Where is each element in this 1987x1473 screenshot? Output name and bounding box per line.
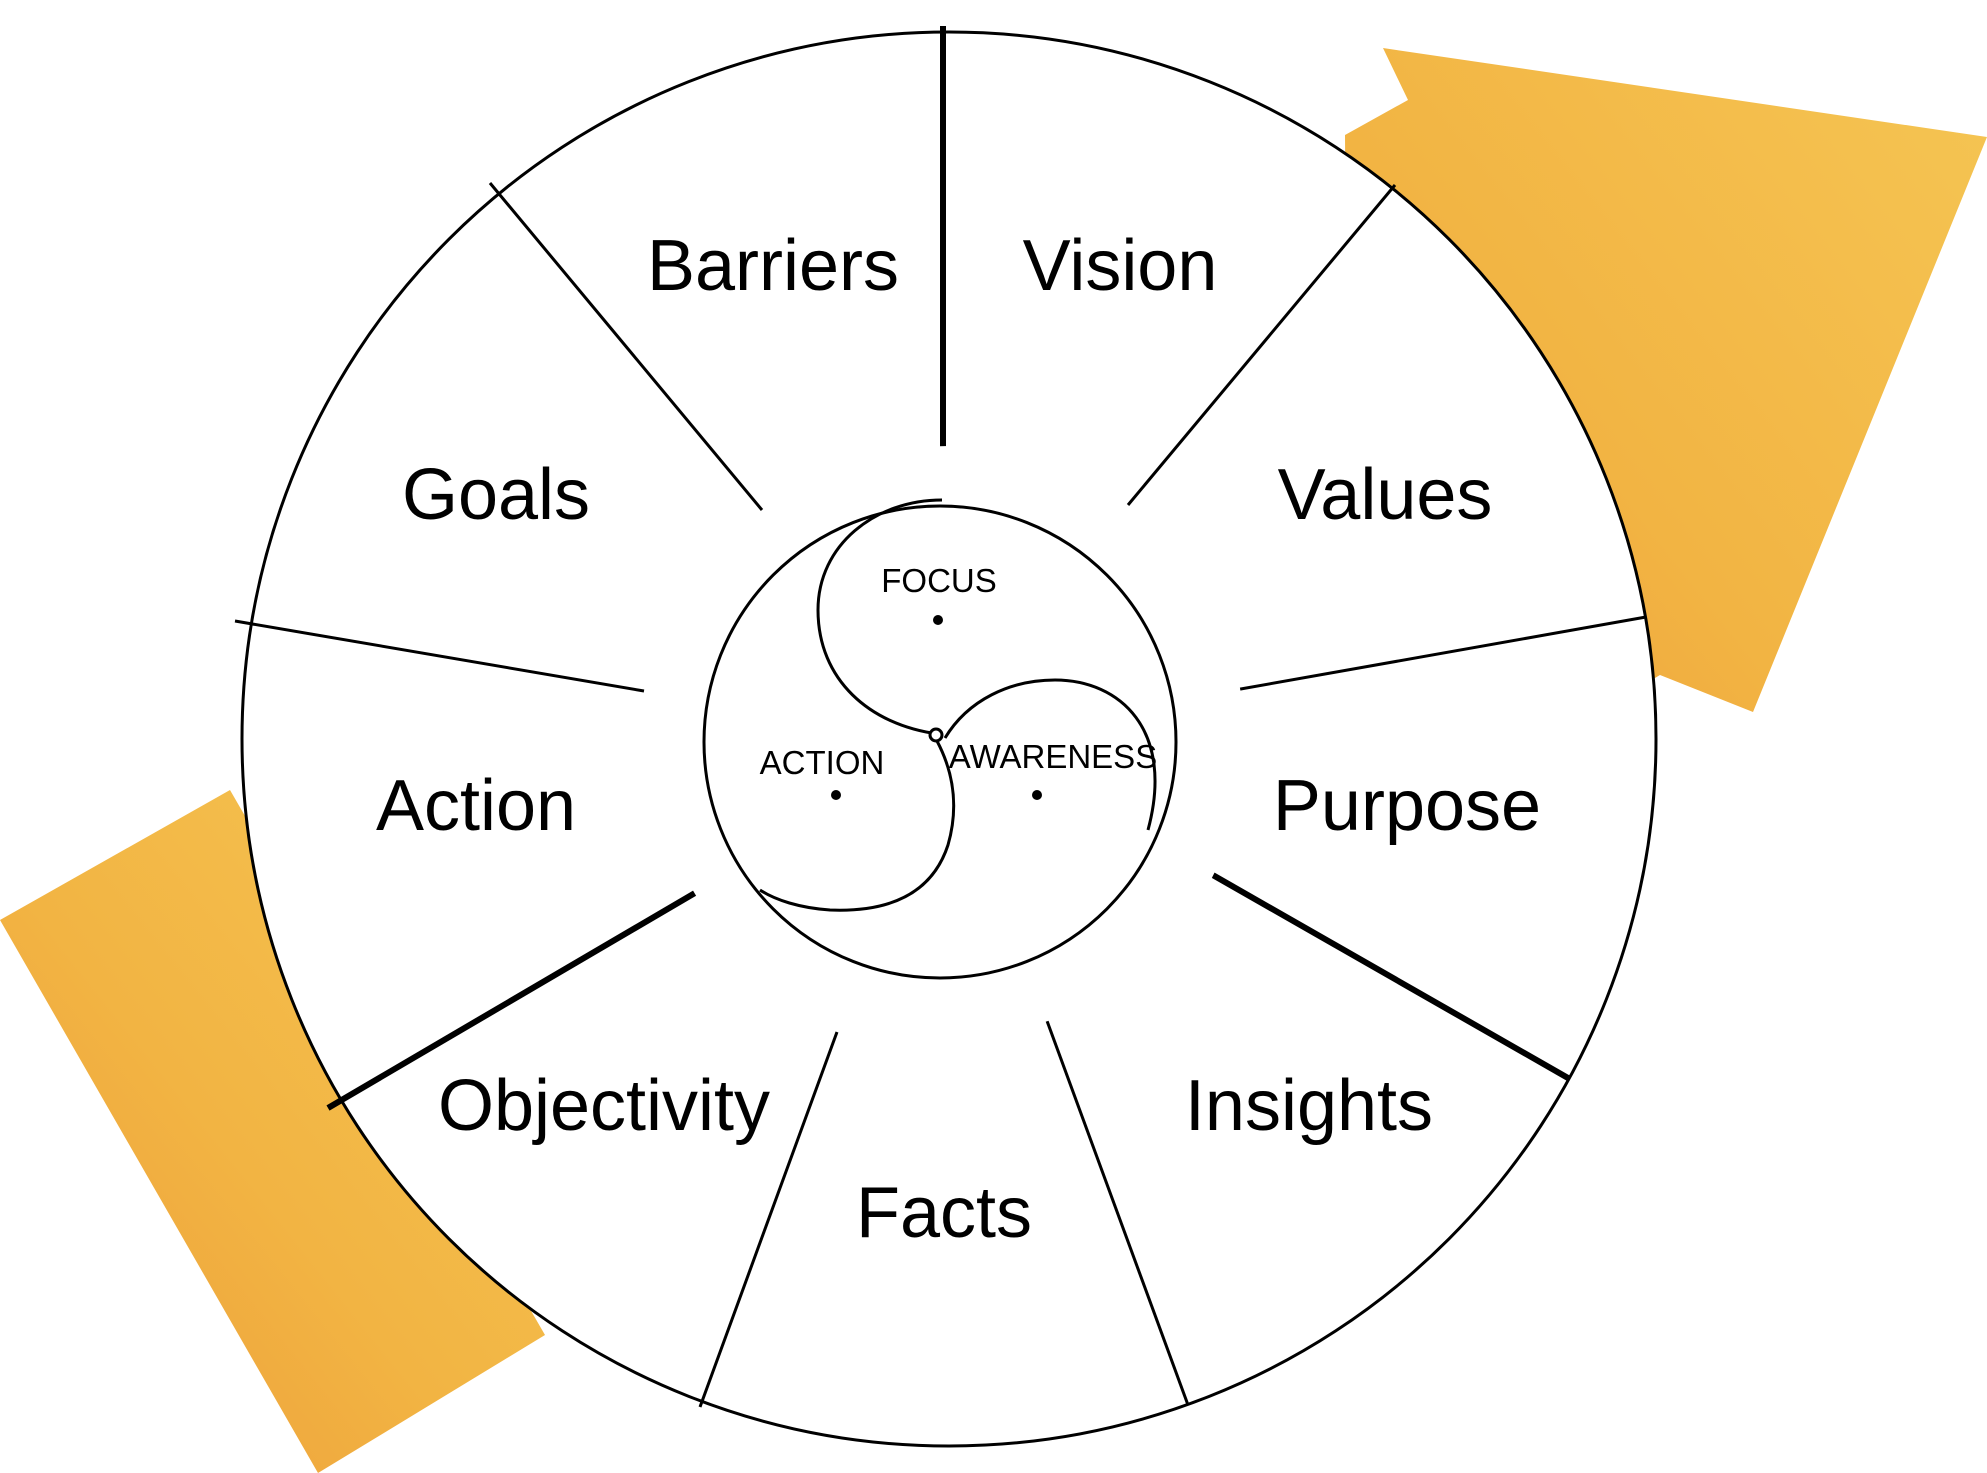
spoke-insights-facts — [1041, 1009, 1190, 1406]
segment-label-action: Action — [376, 766, 576, 846]
segment-label-purpose: Purpose — [1273, 766, 1541, 846]
curve-focus — [816, 498, 943, 736]
spoke-vision-values — [1126, 184, 1397, 506]
focus-dot — [933, 615, 943, 625]
wheel-spokes — [234, 26, 1647, 1408]
spoke-purpose-insights — [1146, 835, 1570, 1081]
spoke-goals-barriers — [488, 182, 764, 511]
segment-label-values: Values — [1278, 455, 1493, 535]
segment-label-insights: Insights — [1185, 1066, 1433, 1146]
core-center-ring — [928, 727, 944, 743]
core-circle — [702, 504, 1178, 980]
segment-label-barriers: Barriers — [647, 226, 899, 306]
core-label-awareness: AWARENESS — [949, 738, 1157, 775]
segment-labels: Barriers Vision Values Purpose Insights … — [376, 226, 1541, 1253]
core-label-action: ACTION — [760, 744, 885, 781]
spoke-facts-objectivity — [698, 1031, 839, 1408]
segment-label-goals: Goals — [402, 455, 590, 535]
core-curves — [759, 498, 1157, 912]
segment-label-objectivity: Objectivity — [438, 1066, 770, 1146]
arrow-tail-band — [0, 790, 545, 1473]
segment-label-facts: Facts — [856, 1173, 1032, 1253]
awareness-dot — [1032, 790, 1042, 800]
core-label-focus: FOCUS — [881, 562, 997, 599]
segment-label-vision: Vision — [1023, 226, 1218, 306]
action-dot — [831, 790, 841, 800]
curve-action — [759, 740, 956, 912]
curve-awareness — [943, 678, 1157, 831]
spoke-objectivity-action — [326, 863, 743, 1111]
spoke-action-goals — [234, 619, 645, 693]
spoke-values-purpose — [1234, 615, 1647, 692]
